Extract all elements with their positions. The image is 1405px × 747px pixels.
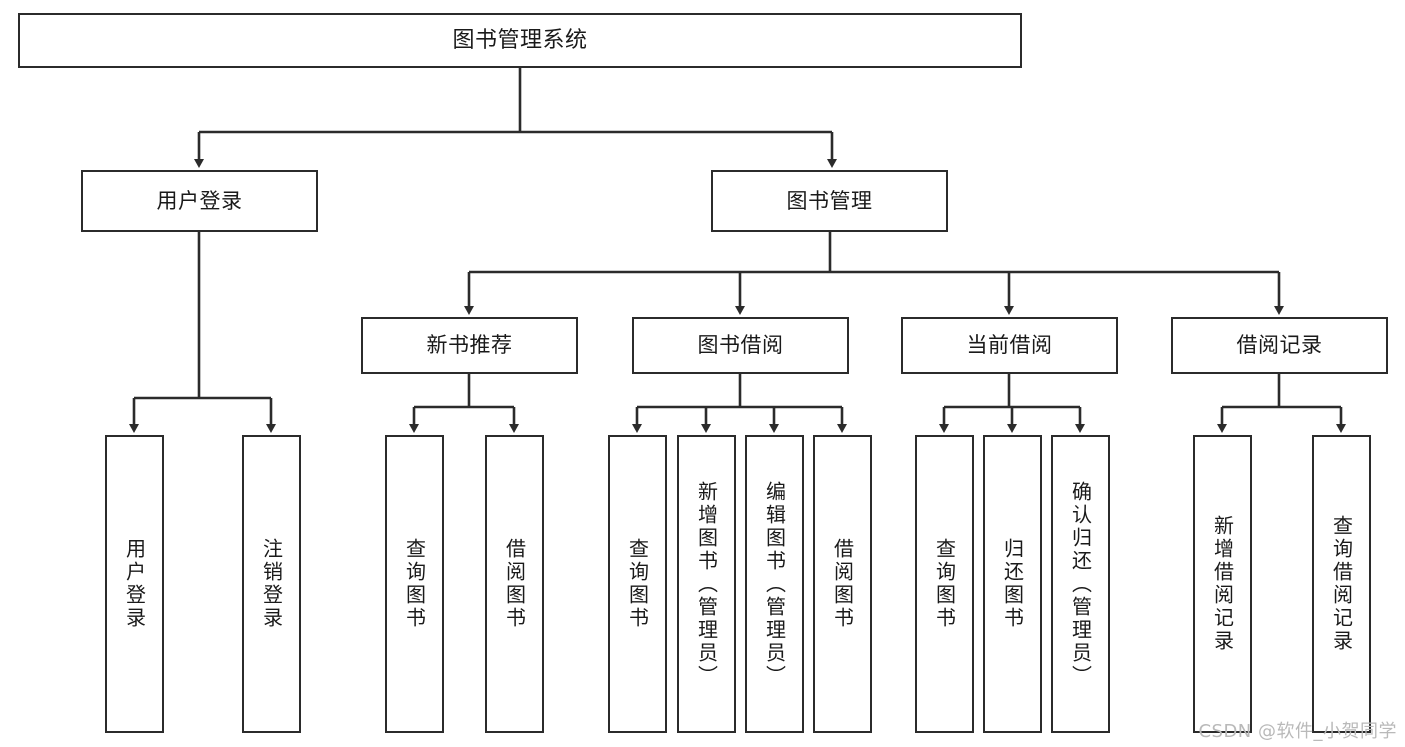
leaf-current-borrow-return-book[interactable]: 归还图书: [983, 435, 1042, 733]
node-book-management[interactable]: 图书管理: [711, 170, 948, 232]
leaf-current-borrow-confirm-return-admin[interactable]: 确认归还（管理员）: [1051, 435, 1110, 733]
node-label: 查询图书: [402, 538, 427, 630]
leaf-new-book-query-book[interactable]: 查询图书: [385, 435, 444, 733]
node-label: 借阅图书: [830, 538, 855, 630]
node-new-book-recommendation[interactable]: 新书推荐: [361, 317, 578, 374]
node-label: 新书推荐: [426, 333, 513, 358]
leaf-user-login-login[interactable]: 用户登录: [105, 435, 164, 733]
node-label: 编辑图书（管理员）: [762, 480, 787, 688]
node-label: 当前借阅: [966, 333, 1053, 358]
node-book-borrowing[interactable]: 图书借阅: [632, 317, 849, 374]
node-label: 借阅记录: [1236, 333, 1323, 358]
node-root-book-management-system[interactable]: 图书管理系统: [18, 13, 1022, 68]
node-label: 用户登录: [156, 188, 243, 213]
leaf-borrow-record-add-record[interactable]: 新增借阅记录: [1193, 435, 1252, 733]
leaf-book-borrow-edit-book-admin[interactable]: 编辑图书（管理员）: [745, 435, 804, 733]
node-label: 查询借阅记录: [1329, 515, 1354, 653]
watermark-text: CSDN @软件_小贺同学: [1198, 721, 1397, 742]
leaf-book-borrow-borrow-book[interactable]: 借阅图书: [813, 435, 872, 733]
node-borrow-records[interactable]: 借阅记录: [1171, 317, 1388, 374]
node-label: 图书借阅: [697, 333, 784, 358]
node-label: 新增图书（管理员）: [694, 480, 719, 688]
leaf-borrow-record-query-record[interactable]: 查询借阅记录: [1312, 435, 1371, 733]
node-label: 图书管理: [786, 188, 873, 213]
node-label: 查询图书: [625, 538, 650, 630]
node-label: 归还图书: [1000, 538, 1025, 630]
node-label: 新增借阅记录: [1210, 515, 1235, 653]
node-label: 图书管理系统: [452, 27, 588, 53]
node-user-login[interactable]: 用户登录: [81, 170, 318, 232]
node-label: 借阅图书: [502, 538, 527, 630]
leaf-new-book-borrow-book[interactable]: 借阅图书: [485, 435, 544, 733]
node-label: 确认归还（管理员）: [1068, 480, 1093, 688]
leaf-book-borrow-query-book[interactable]: 查询图书: [608, 435, 667, 733]
leaf-user-login-logout[interactable]: 注销登录: [242, 435, 301, 733]
leaf-book-borrow-add-book-admin[interactable]: 新增图书（管理员）: [677, 435, 736, 733]
node-label: 注销登录: [259, 538, 284, 630]
node-label: 用户登录: [122, 538, 147, 630]
leaf-current-borrow-query-book[interactable]: 查询图书: [915, 435, 974, 733]
node-current-borrowing[interactable]: 当前借阅: [901, 317, 1118, 374]
node-label: 查询图书: [932, 538, 957, 630]
